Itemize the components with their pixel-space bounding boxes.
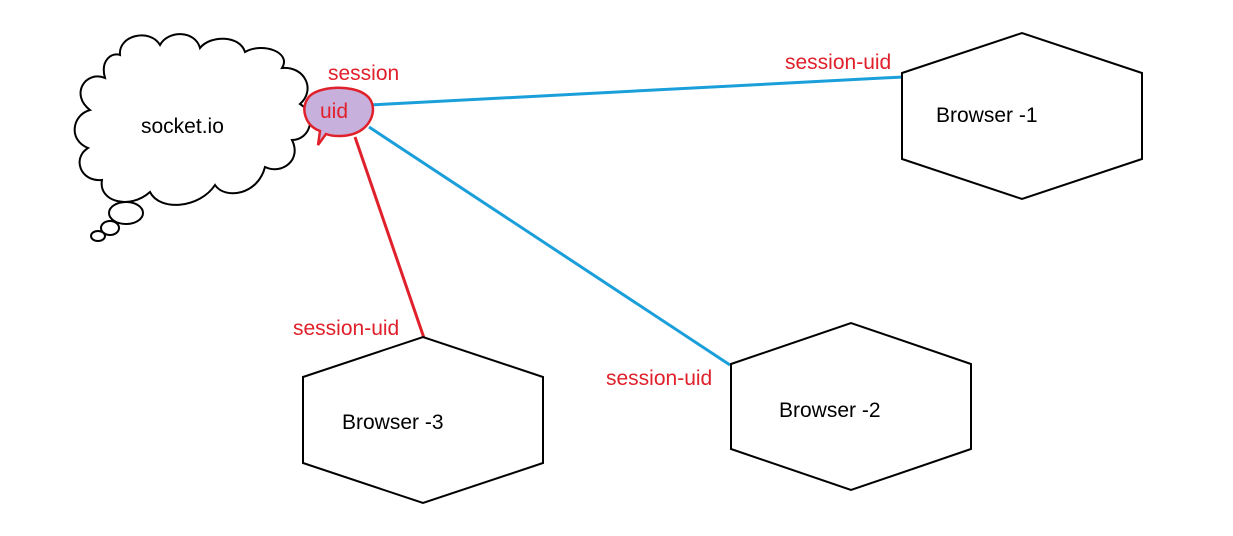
link-line-browser-2: [368, 125, 731, 367]
browser-3-label: Browser -3: [342, 411, 444, 434]
browser-2-session-uid-label: session-uid: [606, 367, 713, 390]
browser-2-hexagon: [730, 321, 972, 492]
browser-3-hexagon: [302, 335, 544, 505]
browser-2-label: Browser -2: [779, 399, 881, 422]
socket-io-cloud: [73, 33, 311, 242]
browser-1-label: Browser -1: [936, 104, 1038, 127]
session-label: session: [328, 62, 400, 85]
uid-bubble: [303, 86, 375, 146]
browser-3-session-uid-label: session-uid: [293, 317, 400, 340]
link-line-browser-1: [368, 75, 904, 107]
socket-io-label: socket.io: [141, 115, 224, 138]
link-line-browser-3: [353, 136, 426, 339]
browser-1-hexagon: [901, 31, 1143, 201]
browser-1-session-uid-label: session-uid: [785, 51, 892, 74]
uid-label: uid: [320, 100, 349, 123]
